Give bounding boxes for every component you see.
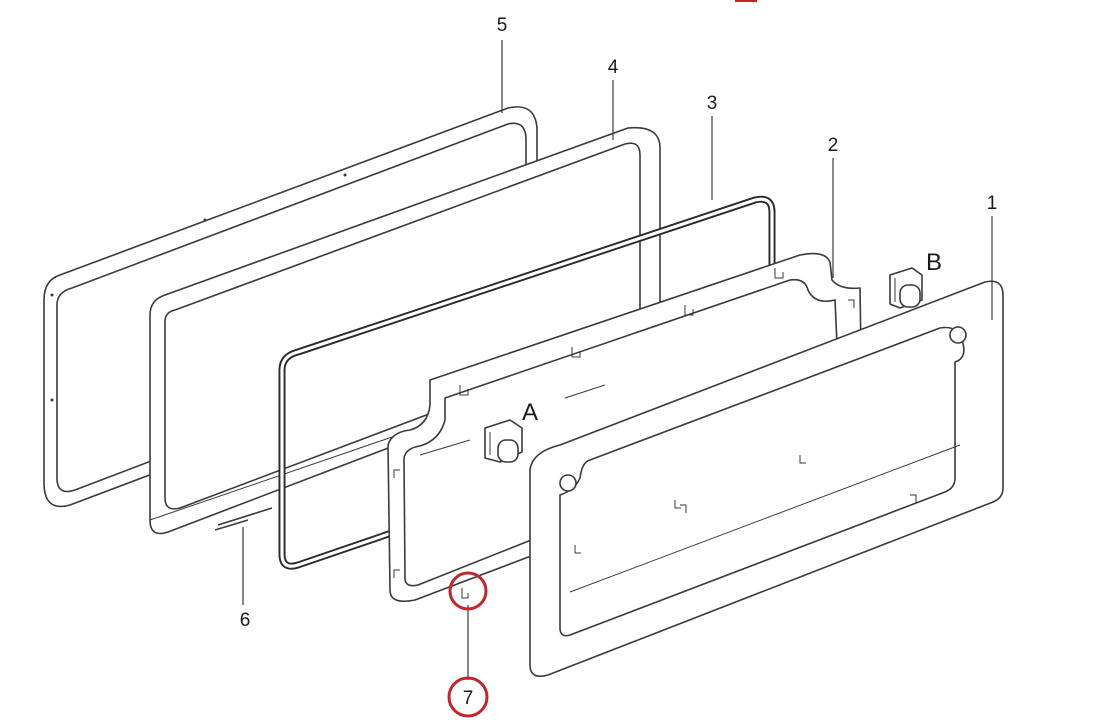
callout-5: 5 bbox=[497, 15, 508, 36]
detail-a-latch bbox=[484, 419, 523, 463]
top-red-mark bbox=[735, 0, 757, 2]
callout-1: 1 bbox=[987, 193, 998, 214]
leader-lines bbox=[242, 40, 993, 680]
part-6-clip-strips bbox=[214, 507, 273, 531]
detail-label-a: A bbox=[522, 399, 538, 426]
callout-3: 3 bbox=[707, 93, 718, 114]
part-1-cover-frame bbox=[529, 280, 1004, 678]
callout-2: 2 bbox=[828, 135, 839, 156]
part-7-label-ring bbox=[447, 676, 489, 718]
detail-label-b: B bbox=[926, 249, 942, 276]
callout-7: 7 bbox=[463, 688, 474, 709]
part-7-fastener bbox=[461, 588, 469, 599]
part-7-highlight-ring bbox=[448, 571, 488, 611]
callout-6: 6 bbox=[240, 610, 251, 631]
callout-4: 4 bbox=[608, 57, 619, 78]
detail-b-latch bbox=[889, 267, 923, 309]
highlight-rings bbox=[447, 571, 489, 718]
